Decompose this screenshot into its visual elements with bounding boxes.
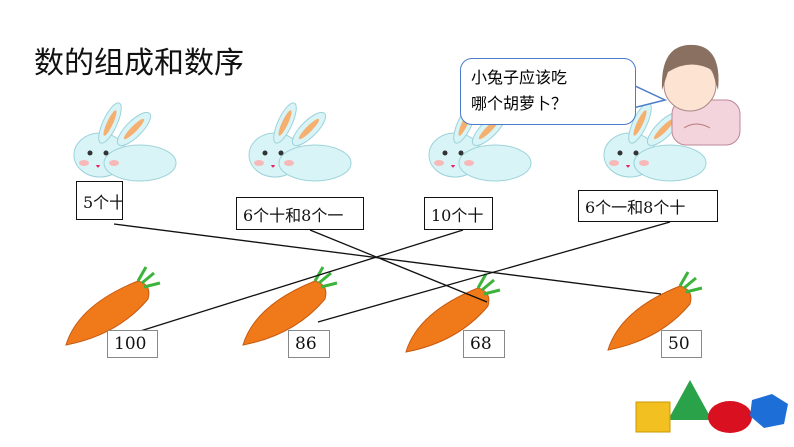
- rabbit-2: [248, 99, 352, 182]
- blocks-illustration: [635, 380, 788, 433]
- rabbit-label-4[interactable]: 6个一和8个十: [578, 190, 718, 222]
- carrot-number-2[interactable]: 86: [288, 330, 330, 358]
- match-lines: [113, 221, 671, 339]
- line-100: [117, 229, 464, 339]
- bubble-line-2: 哪个胡萝卜？: [471, 94, 568, 113]
- carrot-number-3[interactable]: 68: [463, 330, 505, 358]
- carrot-number-1[interactable]: 100: [107, 330, 158, 358]
- speech-bubble: 小兔子应该吃 哪个胡萝卜？: [460, 58, 636, 125]
- bubble-line-1: 小兔子应该吃: [471, 68, 568, 87]
- page-title: 数的组成和数序: [34, 46, 244, 81]
- rabbit-label-3[interactable]: 10个十: [424, 197, 493, 230]
- carrot-number-4[interactable]: 50: [661, 330, 702, 358]
- line-68: [309, 229, 488, 303]
- girl-illustration: [661, 44, 741, 146]
- rabbit-label-2[interactable]: 6个十和8个一: [236, 197, 364, 230]
- line-50: [113, 223, 662, 295]
- line-86: [317, 221, 671, 323]
- rabbit-label-1[interactable]: 5个十: [76, 181, 123, 220]
- rabbit-1: [73, 99, 177, 182]
